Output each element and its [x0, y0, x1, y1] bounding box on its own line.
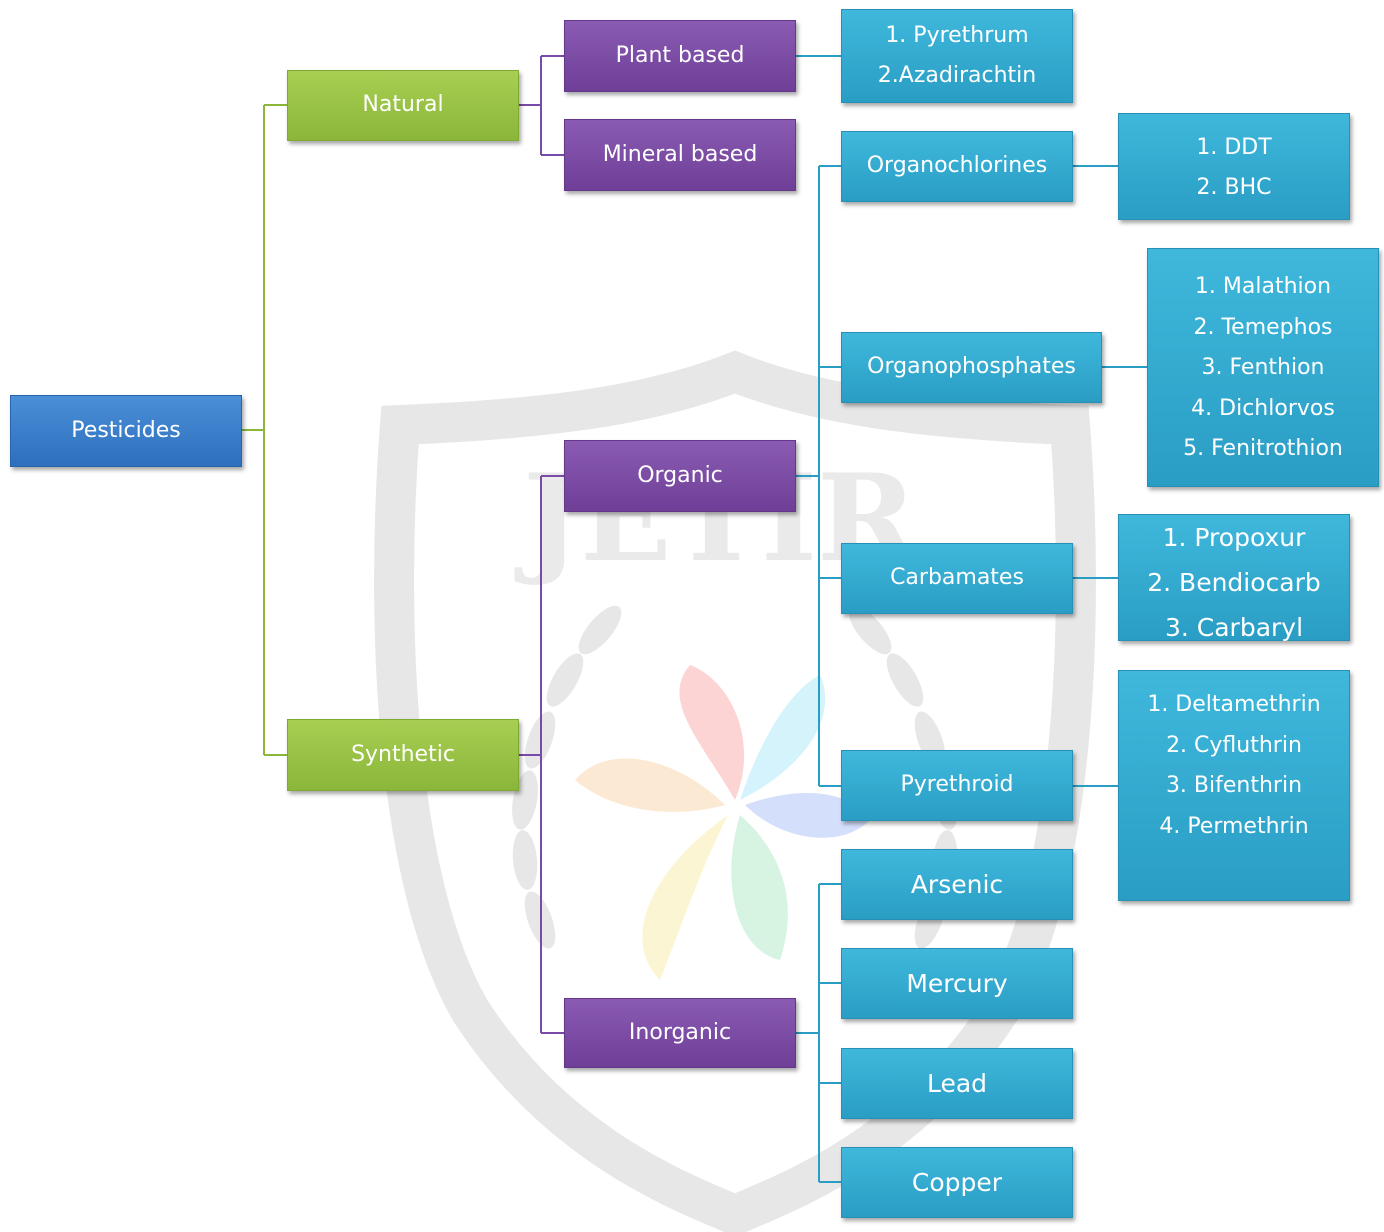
node-pyrethroid-label: Pyrethroid — [900, 772, 1014, 798]
node-arsenic-label: Arsenic — [910, 869, 1004, 899]
node-arsenic: Arsenic — [841, 849, 1073, 920]
node-plant-based-label: Plant based — [615, 42, 745, 68]
organic-connectors — [796, 165, 842, 787]
organochlorines-examples: 1. DDT 2. BHC — [1118, 113, 1350, 220]
node-lead-label: Lead — [926, 1068, 988, 1098]
node-copper: Copper — [841, 1147, 1073, 1218]
example-item: 4. Dichlorvos — [1191, 395, 1335, 421]
node-organophosphates-label: Organophosphates — [867, 354, 1076, 380]
node-mercury-label: Mercury — [906, 968, 1008, 998]
inorganic-connectors — [796, 883, 842, 1183]
example-item: 1. Propoxur — [1162, 523, 1306, 552]
example-item: 3. Fenthion — [1201, 355, 1325, 381]
example-item: 5. Fenitrothion — [1183, 436, 1343, 462]
example-item: 1. DDT — [1196, 135, 1272, 160]
node-mineral-based-label: Mineral based — [602, 141, 758, 167]
example-item: 2.Azadirachtin — [877, 63, 1037, 88]
node-carbamates-label: Carbamates — [890, 565, 1024, 591]
node-inorganic-label: Inorganic — [628, 1019, 732, 1045]
example-item: 2. Cyfluthrin — [1166, 732, 1302, 758]
node-synthetic-label: Synthetic — [351, 741, 455, 767]
example-item: 1. Deltamethrin — [1147, 692, 1321, 717]
node-copper-label: Copper — [911, 1167, 1003, 1197]
plant-based-examples: 1. Pyrethrum 2.Azadirachtin — [841, 9, 1073, 103]
node-carbamates: Carbamates — [841, 543, 1073, 614]
carbamates-examples: 1. Propoxur 2. Bendiocarb 3. Carbaryl — [1118, 514, 1350, 642]
synthetic-connectors — [519, 475, 565, 1034]
example-item: 2. Bendiocarb — [1147, 568, 1321, 597]
flower-logo — [575, 665, 870, 980]
node-organochlorines: Organochlorines — [841, 131, 1073, 202]
node-lead: Lead — [841, 1048, 1073, 1119]
node-mercury: Mercury — [841, 948, 1073, 1019]
root-connectors — [242, 104, 288, 756]
node-pesticides-label: Pesticides — [71, 417, 181, 443]
natural-connectors — [519, 55, 565, 156]
node-pyrethroid: Pyrethroid — [841, 750, 1073, 821]
example-item: 1. Malathion — [1194, 274, 1332, 299]
node-organophosphates: Organophosphates — [841, 332, 1102, 403]
example-item: 2. BHC — [1196, 175, 1272, 200]
node-natural-label: Natural — [362, 92, 444, 118]
node-mineral-based: Mineral based — [564, 119, 796, 191]
pyrethroid-examples: 1. Deltamethrin 2. Cyfluthrin 3. Bifenth… — [1118, 670, 1350, 901]
example-item: 4. Permethrin — [1159, 813, 1309, 839]
node-natural: Natural — [287, 70, 519, 141]
node-pesticides: Pesticides — [10, 395, 242, 467]
example-item: 3. Bifenthrin — [1165, 773, 1303, 799]
organophosphates-examples: 1. Malathion 2. Temephos 3. Fenthion 4. … — [1147, 248, 1379, 487]
node-organic: Organic — [564, 440, 796, 512]
node-plant-based: Plant based — [564, 20, 796, 92]
node-inorganic: Inorganic — [564, 998, 796, 1068]
node-organic-label: Organic — [637, 462, 723, 488]
node-organochlorines-label: Organochlorines — [866, 153, 1048, 179]
example-item: 1. Pyrethrum — [885, 23, 1029, 48]
node-synthetic: Synthetic — [287, 719, 519, 791]
example-item: 3. Carbaryl — [1164, 613, 1304, 642]
example-item: 2. Temephos — [1193, 314, 1333, 340]
